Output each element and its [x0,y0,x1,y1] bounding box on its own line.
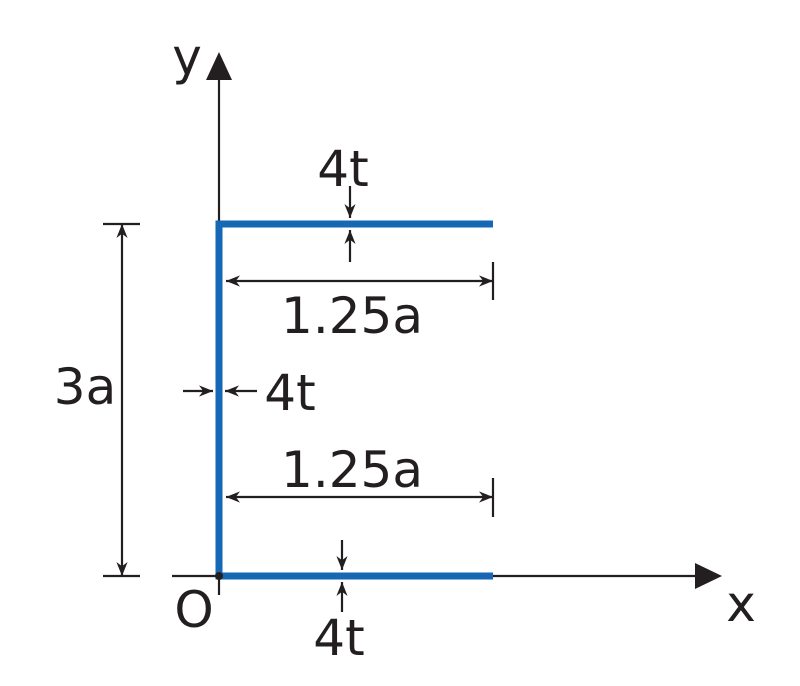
web-thickness-label: 4t [264,364,315,422]
top-flange-thickness-label: 4t [317,140,368,198]
height-dimension [103,222,140,578]
origin-point [215,572,223,580]
x-axis-label: x [726,575,756,633]
origin-label: O [174,581,213,639]
channel-section [215,220,493,580]
y-axis-arrowhead [206,52,232,80]
top-flange-width-dimension [226,262,495,300]
x-axis-arrowhead [695,563,722,589]
bottom-flange-thickness-label: 4t [313,609,364,667]
bottom-flange-width-dimension [226,478,495,517]
height-label: 3a [54,358,116,416]
top-flange-width-label: 1.25a [281,287,423,345]
bottom-flange-width-label: 1.25a [281,441,423,499]
y-axis-label: y [172,28,202,86]
